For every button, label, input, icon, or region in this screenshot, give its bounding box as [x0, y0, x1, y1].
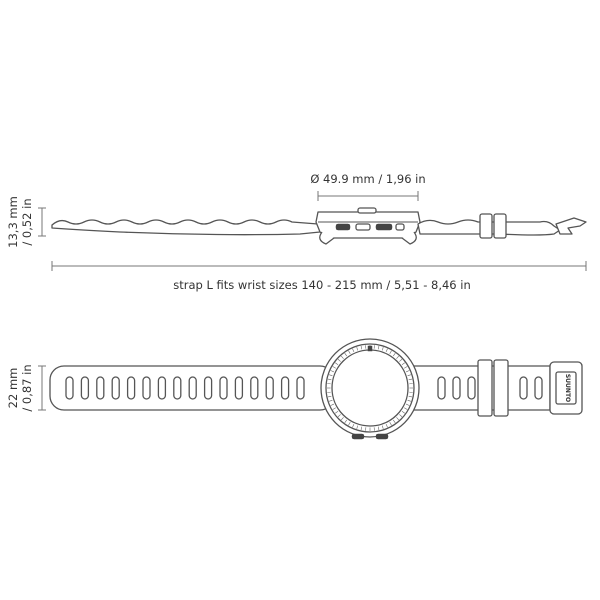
bezel-tick	[396, 355, 399, 359]
bezel-tick	[377, 345, 380, 350]
bezel-tick	[392, 419, 396, 423]
bezel-tick	[332, 366, 336, 369]
bezel-tick	[352, 423, 355, 428]
bezel-tick	[396, 417, 399, 421]
watch-face	[331, 349, 409, 427]
bezel-tick	[335, 362, 339, 366]
bezel-tick	[381, 425, 384, 429]
bezel-tick	[404, 366, 408, 369]
bezel-tick	[335, 410, 339, 414]
bezel-tick	[330, 403, 335, 406]
right-strap-holes	[437, 376, 543, 400]
width-label: 22 mm / 0,87 in	[6, 364, 34, 411]
bezel-tick	[341, 355, 344, 359]
bezel-tick	[352, 348, 355, 353]
buckle-brand-mark: SUUNTO	[564, 374, 571, 402]
strap-hole	[65, 376, 74, 400]
strap-hole	[467, 376, 476, 400]
strap-hole	[188, 376, 197, 400]
bezel-tick	[337, 414, 341, 417]
left-strap-holes	[65, 376, 305, 400]
bezel-tick	[348, 350, 351, 354]
strap-hole	[280, 376, 290, 400]
bezel-tick	[381, 347, 384, 351]
strap-hole	[142, 376, 151, 400]
bezel-tick	[360, 426, 363, 431]
bezel-tick	[332, 407, 336, 410]
bezel-tick	[404, 407, 408, 410]
bezel-tick	[408, 395, 413, 398]
bezel-tick	[344, 419, 348, 423]
bezel-tick	[337, 359, 341, 362]
strap-hole	[234, 376, 244, 400]
bezel-tick	[329, 399, 333, 402]
bezel-tick	[407, 399, 411, 402]
bezel-tick	[401, 362, 405, 366]
strap-hole	[250, 376, 259, 400]
svg-text:/ 0,87 in: / 0,87 in	[20, 364, 34, 411]
strap-hole	[80, 376, 90, 400]
bezel-tick	[401, 410, 405, 414]
strap-hole	[534, 376, 543, 400]
strap-hole	[111, 376, 120, 400]
bezel-tick	[348, 422, 351, 426]
bezel-tick	[399, 414, 403, 417]
strap-hole	[265, 376, 274, 400]
bezel-tick	[344, 353, 348, 357]
strap-hole	[96, 376, 105, 400]
strap-hole	[452, 376, 461, 400]
svg-text:/ 0,52 in: / 0,52 in	[20, 198, 34, 245]
bezel-tick	[399, 359, 403, 362]
right-strap	[403, 365, 551, 411]
watch-top-view-icon: SUUNTO	[49, 338, 583, 440]
bezel-tick	[407, 374, 411, 377]
bezel-tick	[356, 347, 359, 351]
bezel-tick	[341, 417, 344, 421]
bezel-tick	[377, 426, 380, 431]
bezel-tick	[389, 350, 392, 354]
bezel-tick	[405, 370, 410, 373]
diameter-label: Ø 49.9 mm / 1,96 in	[310, 172, 425, 186]
strap-hole	[173, 376, 182, 400]
bezel-tick	[360, 345, 363, 350]
bezel-tick	[329, 374, 333, 377]
bezel-tick	[385, 348, 388, 353]
strap-hole	[519, 376, 528, 400]
bezel-tick	[330, 370, 335, 373]
watch-side-profile-icon	[51, 207, 587, 245]
strap-hole	[126, 376, 136, 400]
bezel-tick	[385, 423, 388, 428]
bezel-tick	[405, 403, 410, 406]
svg-text:13,3 mm: 13,3 mm	[6, 196, 20, 248]
bezel-tick	[392, 353, 396, 357]
svg-text:22 mm: 22 mm	[6, 368, 20, 409]
strap-hole	[219, 376, 228, 400]
bezel-tick	[327, 395, 332, 398]
bezel-tick	[327, 378, 332, 381]
bezel-tick	[356, 425, 359, 429]
thickness-label: 13,3 mm / 0,52 in	[6, 196, 34, 248]
strap-hole	[203, 376, 213, 400]
strap-hole	[437, 376, 446, 400]
bezel-tick	[408, 378, 413, 381]
strap-hole	[296, 376, 305, 400]
strap-fit-label: strap L fits wrist sizes 140 - 215 mm / …	[173, 278, 471, 292]
strap-hole	[157, 376, 167, 400]
bezel-tick	[389, 422, 392, 426]
